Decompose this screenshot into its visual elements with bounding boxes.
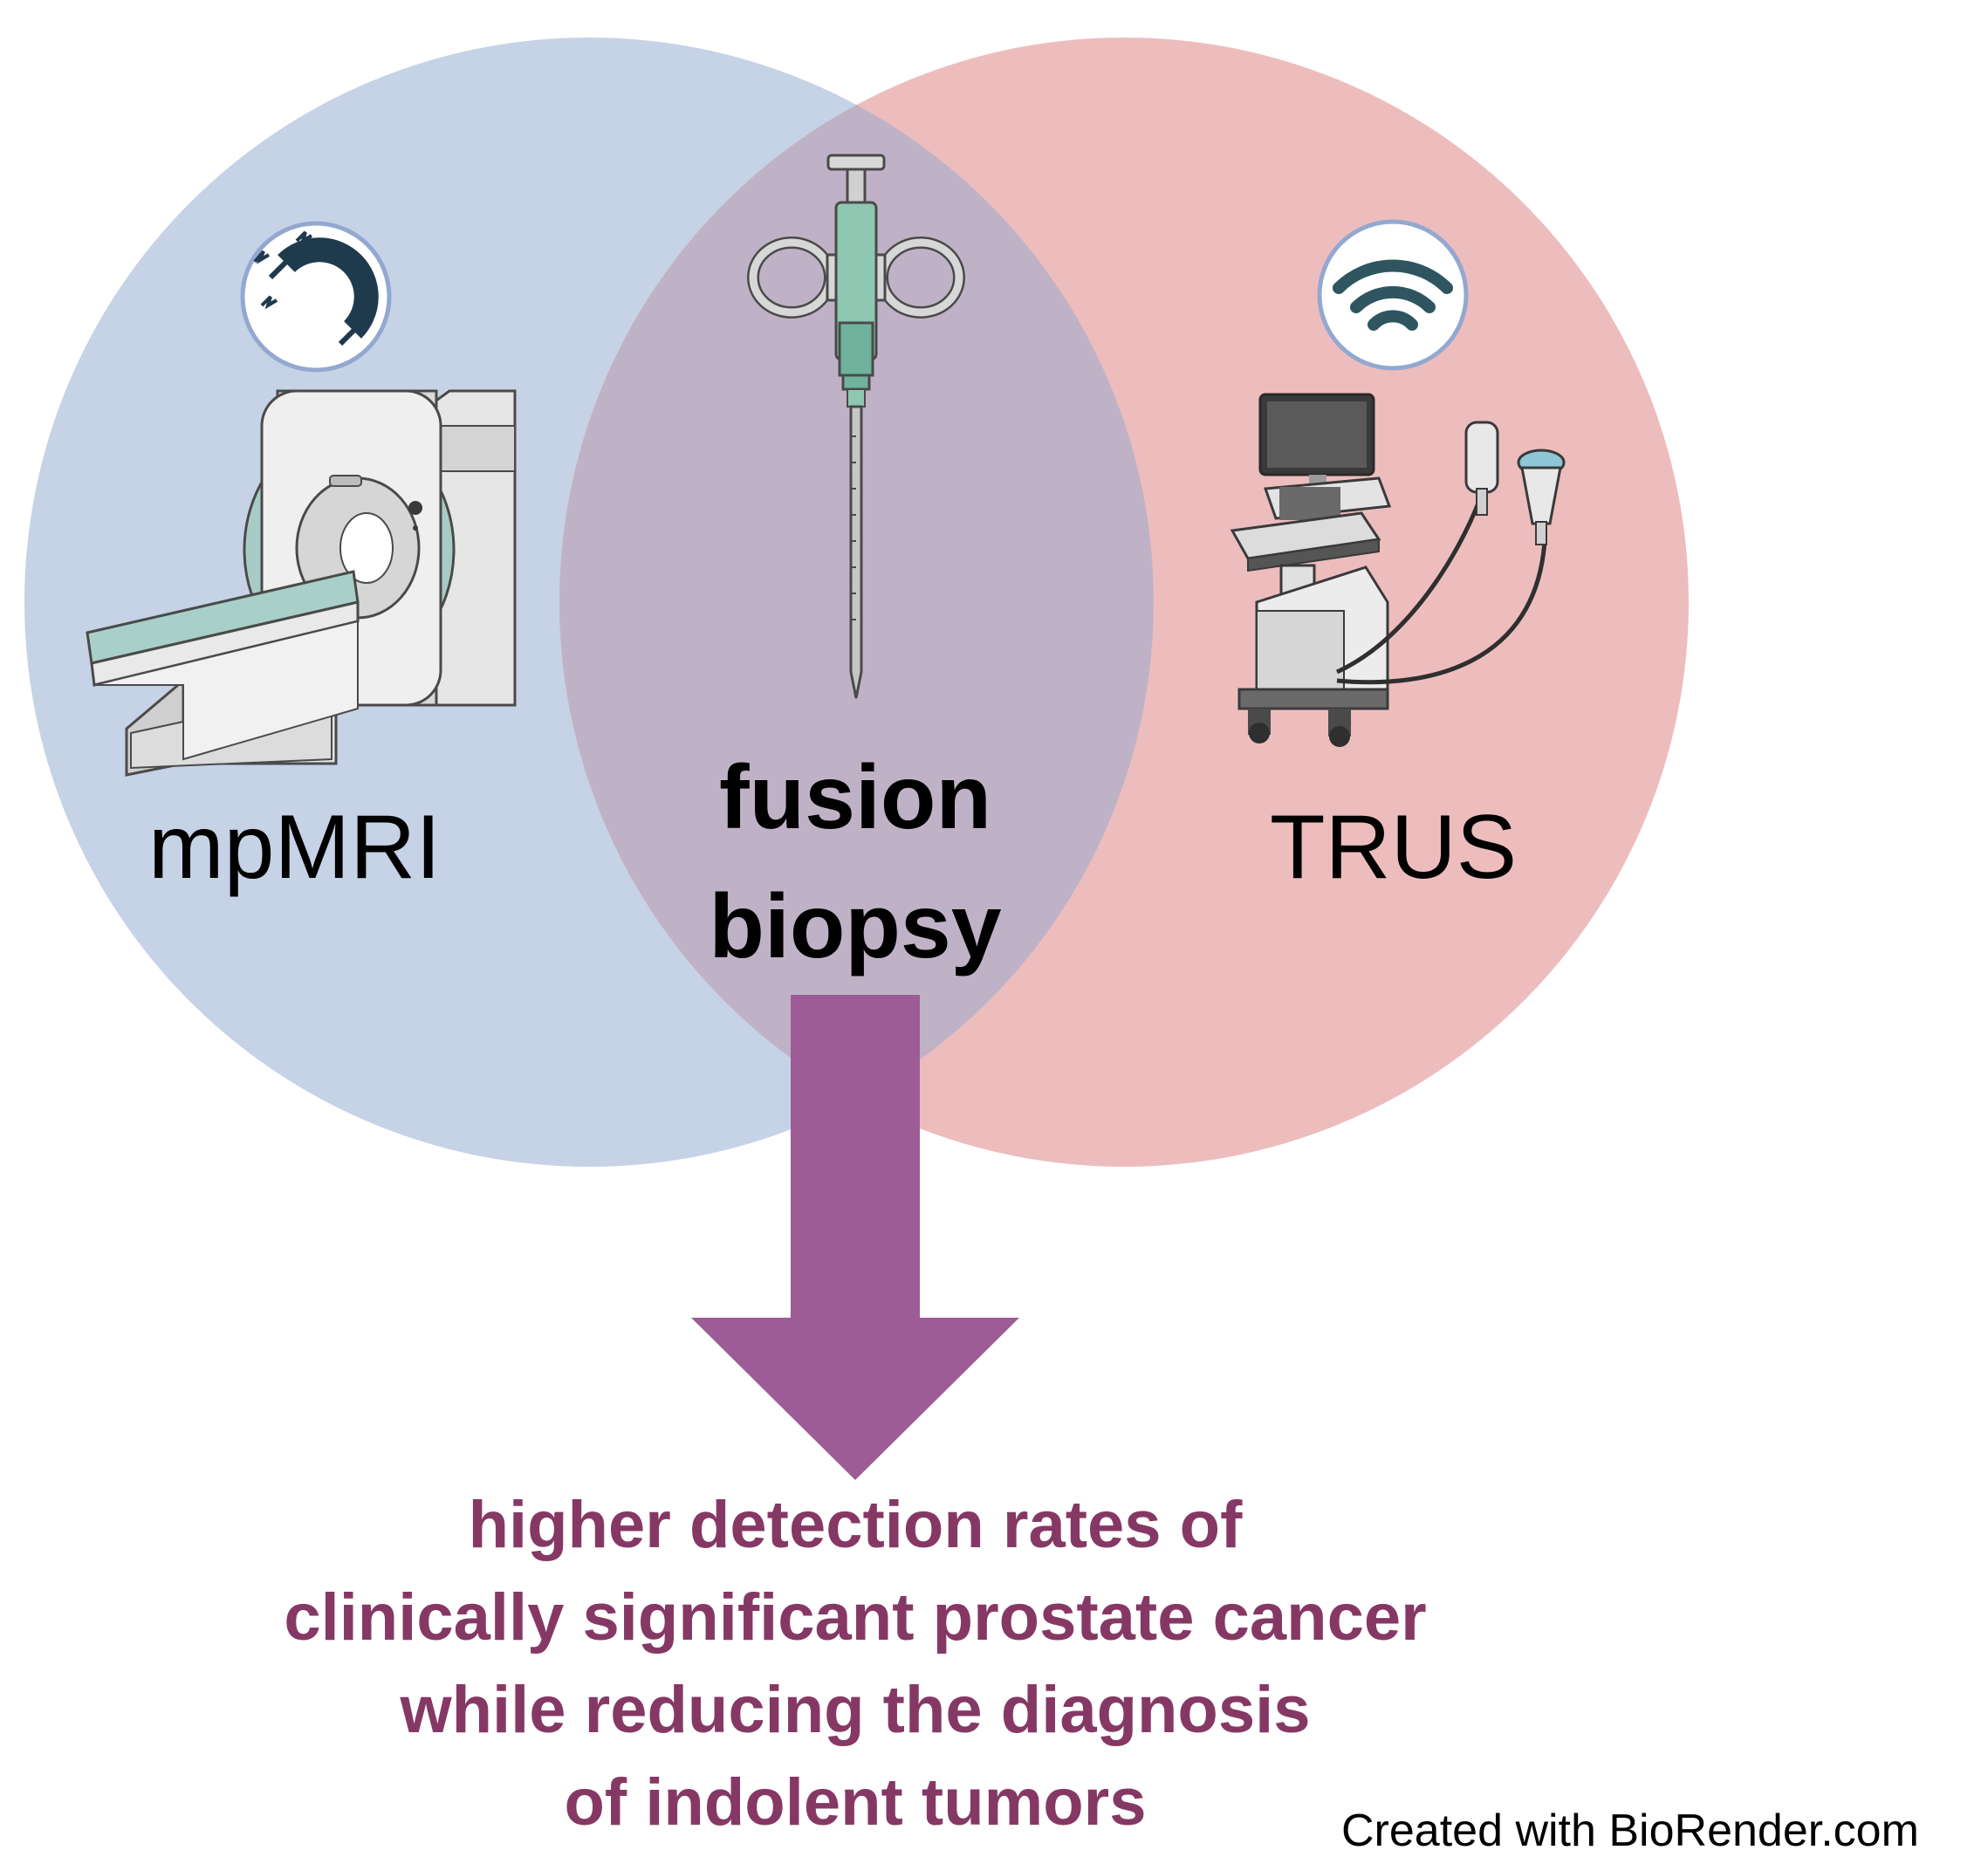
wireless-signal-icon: [1317, 219, 1469, 371]
outcome-line4: of indolent tumors: [564, 1765, 1147, 1840]
fusion-label-line2: biopsy: [709, 876, 1002, 977]
mri-scanner-illustration: [86, 389, 517, 777]
biopsy-needle-icon: [747, 154, 965, 699]
biorender-credit: Created with BioRender.com: [1341, 1806, 1919, 1856]
down-arrow: [691, 995, 1019, 1480]
outcome-line2: clinically significant prostate cancer: [284, 1580, 1427, 1655]
outcome-line3: while reducing the diagnosis: [400, 1673, 1311, 1747]
mri-label: mpMRI: [148, 797, 442, 898]
fusion-biopsy-label: fusion biopsy: [698, 733, 1012, 991]
trus-label: TRUS: [1270, 797, 1518, 898]
outcome-text: higher detection rates of clinically sig…: [175, 1479, 1536, 1849]
magnet-icon: [240, 221, 392, 373]
fusion-label-line1: fusion: [719, 747, 991, 848]
outcome-line1: higher detection rates of: [468, 1488, 1243, 1562]
ultrasound-machine-illustration: [1230, 393, 1566, 747]
